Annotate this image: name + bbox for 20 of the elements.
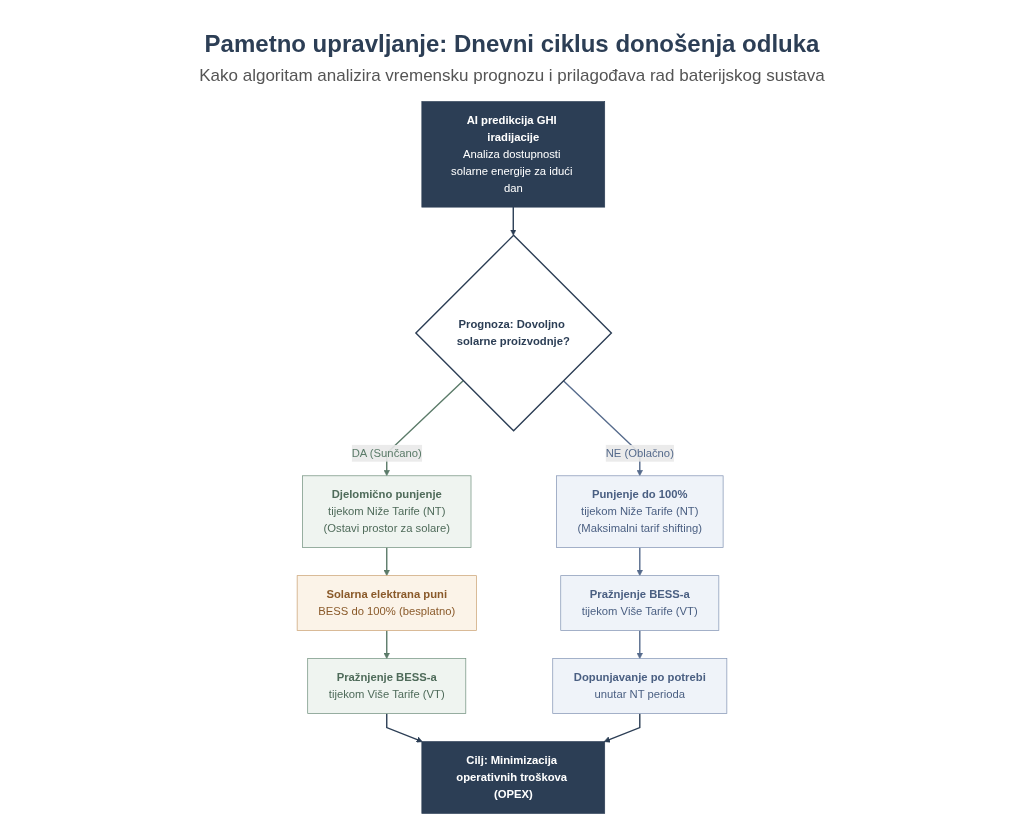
arrow [383,546,390,576]
arrow [383,629,390,659]
node-box: Pražnjenje BESS-a tijekom Više Tarife (VT) [307,658,467,714]
node-box: Djelomično punjenje tijekom Niže Tarife (NT) (Ostavi prostor za solare) [302,475,472,548]
arrow [603,712,641,743]
node-box: Dopunjavanje po potrebi unutar NT perioda [552,658,728,714]
node-box: AI predikcija GHI iradijacije Analiza dostupnosti solarne energije za idući dan [421,101,606,208]
subtitle: Kako algoritam analizira vremensku prognozu i prilagođava rad baterijskog sustava [199,66,825,86]
node-diamond: Prognoza: Dovoljno solarne proizvodnje? [414,234,613,432]
node-box: Solarna elektrana puni BESS do 100% (besplatno) [296,575,477,631]
node-box: Punjenje do 100% tijekom Niže Tarife (NT) (Maksimalni tarif shifting) [556,475,724,548]
arrow [636,629,643,659]
edge-label: DA (Sunčano) [351,446,422,459]
arrow [386,712,423,743]
node-box: Pražnjenje BESS-a tijekom Više Tarife (VT) [560,575,720,631]
arrow [510,206,517,236]
arrow [636,546,643,576]
title: Pametno upravljanje: Dnevni ciklus donošenja odluka [204,30,820,58]
node-box: Cilj: Minimizacija operativnih troškova (OPEX) [421,741,606,814]
edge-label: NE (Oblačno) [605,446,674,459]
